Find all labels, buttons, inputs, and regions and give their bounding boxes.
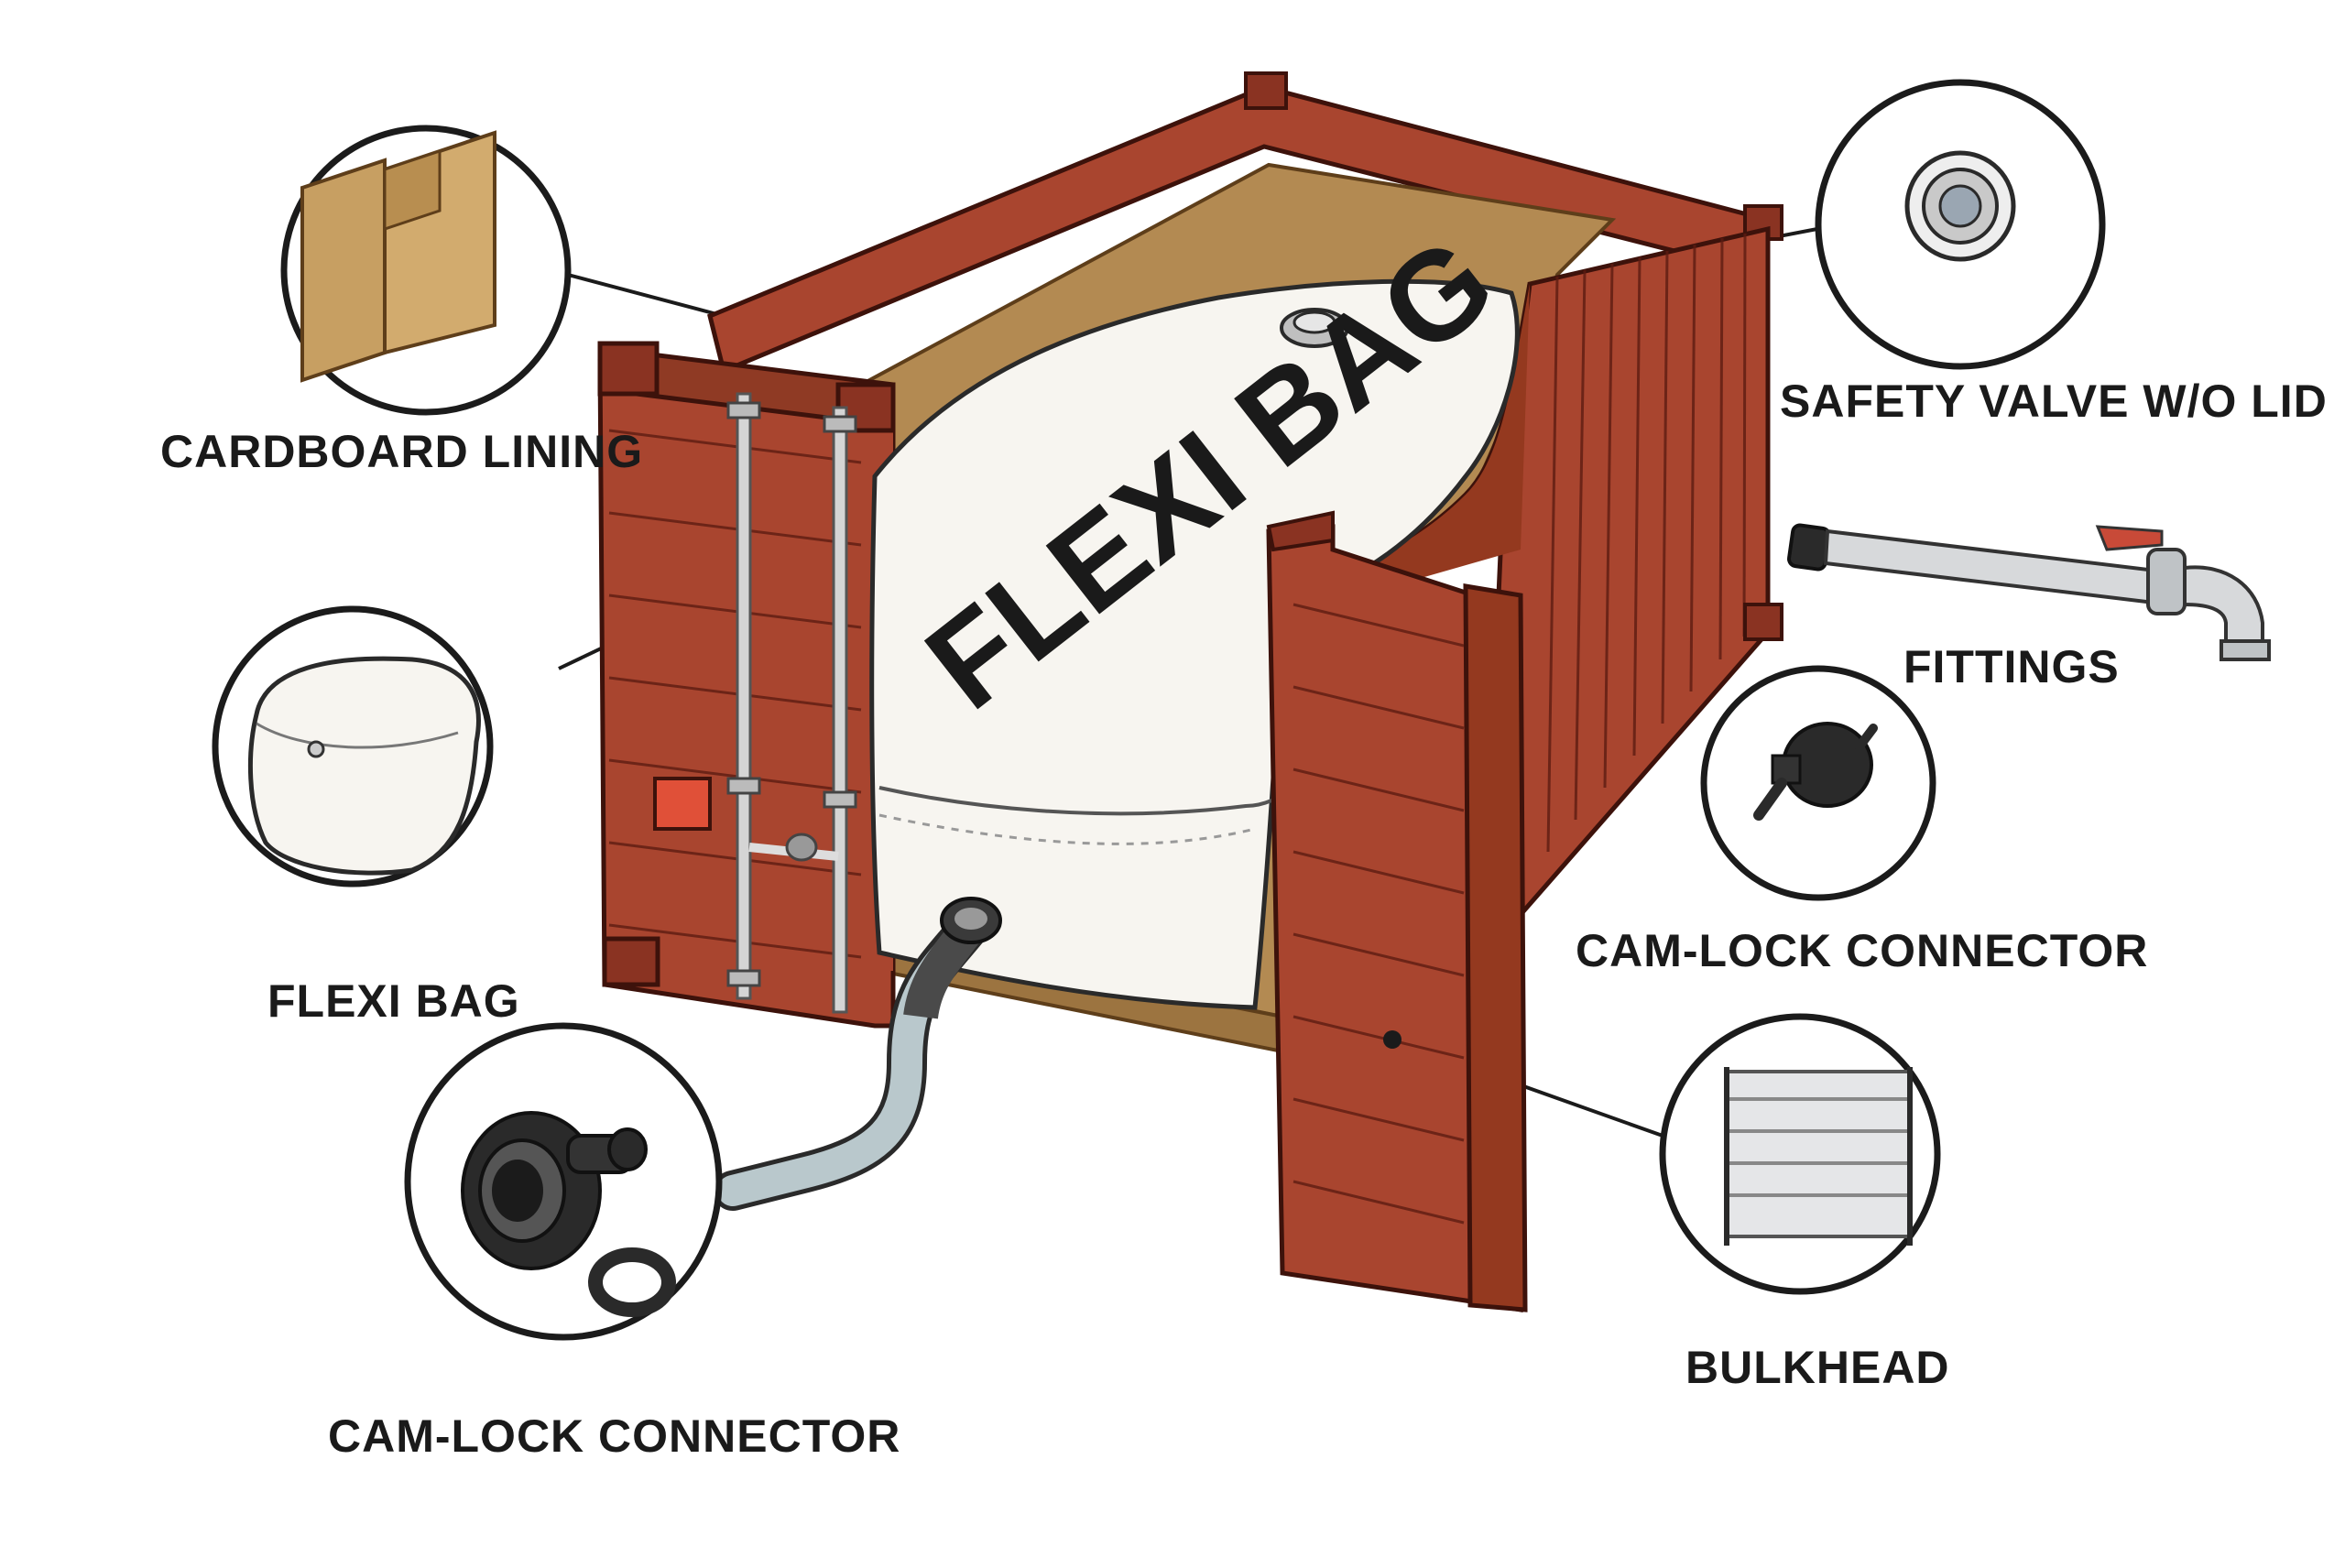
flexi-bag-callout	[212, 605, 494, 887]
label-cam-lock-left: CAM-LOCK CONNECTOR	[328, 1410, 900, 1462]
label-bulkhead: BULKHEAD	[1685, 1342, 1950, 1393]
cam-lock-icon	[1753, 722, 1878, 821]
safety-valve-callout	[1815, 79, 2106, 370]
front-door-ribs	[608, 429, 862, 959]
bulkhead-icon	[1724, 1067, 1913, 1246]
bulkhead-callout	[1659, 1013, 1941, 1295]
safety-valve-icon	[1904, 150, 2016, 262]
label-fittings: FITTINGS	[1903, 641, 2120, 692]
label-safety-valve: SAFETY VALVE W/O LID	[1780, 376, 2328, 427]
label-cardboard-lining: CARDBOARD LINING	[160, 426, 643, 477]
callout-labels: CARDBOARD LINING FLEXI BAG CAM-LOCK CONN…	[160, 376, 2328, 1462]
cardboard-callout	[280, 125, 572, 416]
cardboard-icon	[300, 130, 496, 383]
open-door	[1266, 510, 1528, 1312]
locking-bars	[726, 392, 857, 1014]
side-wall-ribs	[1546, 233, 1747, 853]
cam-lock-left-callout	[404, 1022, 723, 1341]
door-ribs	[1292, 603, 1465, 1225]
label-flexi-bag: FLEXI BAG	[267, 975, 520, 1027]
door-plate	[653, 777, 712, 831]
outlet-pipe	[713, 897, 1002, 1211]
cam-lock-icon	[461, 1111, 676, 1317]
label-cam-lock-right: CAM-LOCK CONNECTOR	[1576, 925, 2148, 976]
flexi-bag-body: FLEXI BAG	[869, 210, 1520, 1010]
flexi-bag-icon	[247, 656, 481, 876]
cam-lock-right-callout	[1700, 665, 1936, 901]
fittings-icon	[1787, 523, 2271, 661]
